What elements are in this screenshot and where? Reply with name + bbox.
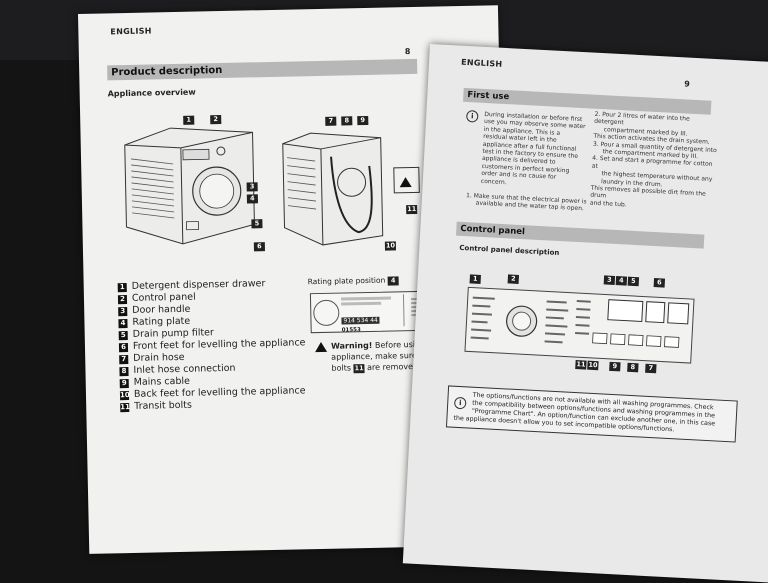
right-page-number: 9 [684,79,691,89]
cp-callout-1: 1 [469,274,481,284]
cp-callout-9: 9 [609,361,621,372]
control-panel-subtitle: Control panel description [459,243,560,258]
warning-icon [399,176,412,187]
first-use-steps-2-4: 2. Pour 2 litres of water into the deter… [589,110,717,209]
callout-2: 2 [210,115,222,125]
callout-11: 11 [406,204,418,215]
section-title-first-use: First use [463,87,712,115]
cp-callout-5: 5 [627,276,640,287]
callout-9: 9 [357,115,369,126]
warning-triangle-box [393,166,420,194]
callout-10: 10 [384,241,397,251]
info-icon: i [465,110,479,123]
callout-7: 7 [325,116,337,126]
cp-callout-7: 7 [645,363,657,374]
cp-callout-8: 8 [627,362,639,373]
cp-callout-6: 6 [653,278,666,288]
cp-callout-3: 3 [603,275,616,285]
right-page-language: ENGLISH [460,57,503,69]
section-title-product-description: Product description [107,58,418,81]
left-page-number: 8 [404,47,411,57]
left-page: ENGLISH 8 Product description Appliance … [78,5,510,554]
warning-icon [314,341,328,352]
control-panel-illustration [464,286,695,364]
cp-callout-2: 2 [507,274,520,284]
first-use-step-1: 1. Make sure that the electrical power i… [465,192,587,213]
washer-front-illustration [124,127,255,245]
callout-8: 8 [341,116,353,126]
first-use-info-text: During installation or before first use … [480,110,586,186]
callout-6: 6 [253,242,266,252]
right-page: ENGLISH 9 First use i During installatio… [402,44,768,583]
rating-plate-code: 914 534 44 [341,316,380,325]
left-page-language: ENGLISH [110,26,152,37]
options-compatibility-note: i The options/functions are not availabl… [445,385,738,443]
callout-1: 1 [183,115,195,125]
washer-back-illustration [282,132,384,246]
cp-callout-4: 4 [615,276,628,286]
callout-3: 3 [246,182,258,192]
cp-callout-11: 11 [575,360,587,370]
callout-4: 4 [246,194,259,204]
appliance-overview-subtitle: Appliance overview [107,87,196,99]
rating-plate-label: Rating plate position 4 [308,275,399,287]
section-title-control-panel: Control panel [456,221,705,249]
cp-callout-10: 10 [587,360,599,371]
washer-door-icon [313,299,340,327]
callout-5: 5 [251,219,263,229]
